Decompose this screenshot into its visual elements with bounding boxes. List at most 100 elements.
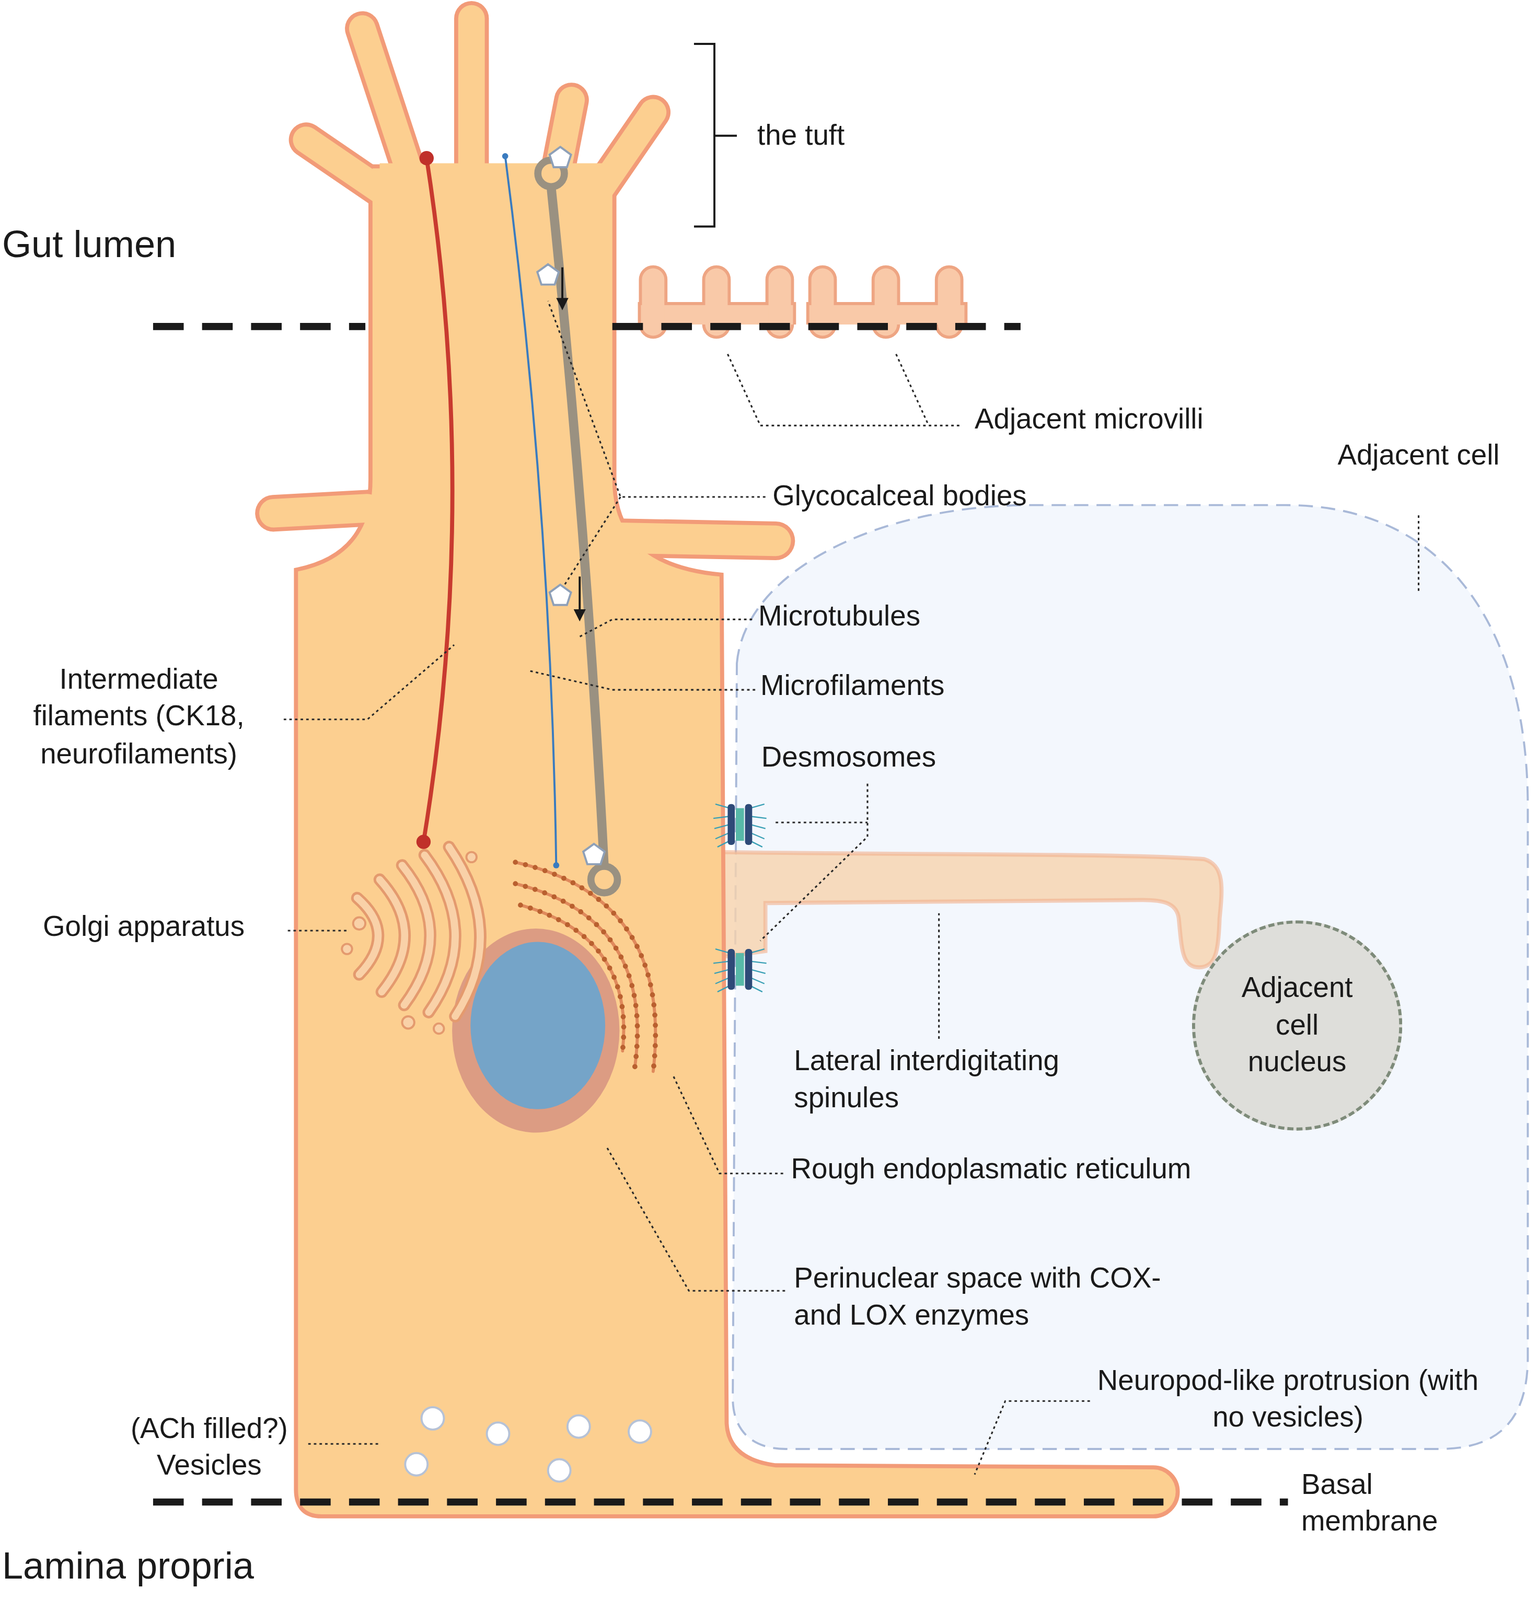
glycocalceal-body bbox=[549, 146, 572, 168]
intermediate-filament bbox=[416, 151, 453, 850]
vesicle bbox=[487, 1422, 510, 1445]
microtubule bbox=[551, 186, 605, 868]
transport-arrow bbox=[578, 576, 581, 616]
golgi-apparatus bbox=[424, 854, 456, 1013]
golgi-apparatus bbox=[379, 879, 405, 992]
part-label: Adjacent microvilli bbox=[974, 400, 1281, 438]
tuft-cell-outline bbox=[273, 18, 1176, 1515]
leader-line bbox=[563, 496, 621, 587]
tuft-cell-outline bbox=[362, 28, 414, 184]
microtubule bbox=[591, 866, 618, 894]
desmosome bbox=[727, 804, 735, 846]
adjacent-microvilli bbox=[638, 279, 968, 325]
glycocalceal-body bbox=[537, 264, 559, 285]
glycocalceal-body bbox=[583, 843, 605, 865]
region-label: Lamina propria bbox=[2, 1542, 309, 1592]
rough-er bbox=[515, 862, 656, 1072]
microtubule bbox=[537, 160, 618, 894]
golgi-apparatus bbox=[341, 943, 353, 955]
part-label: Lateral interdigitating spinules bbox=[793, 1043, 1131, 1118]
spinule-shape bbox=[720, 852, 1222, 968]
part-label: Microfilaments bbox=[760, 667, 1006, 705]
leader-line bbox=[760, 783, 868, 942]
rough-er bbox=[515, 883, 638, 1068]
golgi-apparatus bbox=[357, 897, 379, 975]
part-label: the tuft bbox=[757, 117, 962, 155]
golgi-apparatus bbox=[433, 1023, 445, 1035]
microfilament bbox=[502, 153, 560, 869]
leader-line bbox=[527, 670, 756, 690]
microfilament bbox=[502, 153, 509, 160]
desmosome bbox=[713, 804, 767, 848]
golgi-apparatus bbox=[401, 865, 431, 1006]
leader-line bbox=[1417, 515, 1420, 592]
tuft-bracket bbox=[694, 43, 737, 227]
golgi-apparatus bbox=[448, 847, 481, 1017]
leader-line bbox=[287, 929, 348, 932]
intermediate-filament bbox=[416, 834, 431, 849]
adjacent-microvilli bbox=[638, 279, 968, 325]
tuft-cell-outline bbox=[612, 537, 776, 541]
part-label: Adjacent cell bbox=[1336, 436, 1500, 474]
adjacent-microvilli bbox=[653, 279, 950, 325]
part-label: Glycocalceal bodies bbox=[772, 477, 1100, 515]
intermediate-filament bbox=[419, 151, 434, 166]
part-label: Microtubules bbox=[758, 597, 984, 635]
intermediate-filament bbox=[423, 158, 453, 842]
part-label: Golgi apparatus bbox=[42, 908, 288, 946]
part-label: Desmosomes bbox=[761, 738, 987, 777]
rough-er bbox=[520, 905, 624, 1051]
leader-line bbox=[727, 354, 962, 426]
leader-line bbox=[607, 1148, 789, 1291]
desmosome bbox=[713, 949, 767, 992]
spinule-shape bbox=[720, 852, 1222, 968]
rough-er bbox=[520, 905, 624, 1051]
rough-er bbox=[515, 862, 656, 1072]
transport-arrow bbox=[561, 267, 564, 305]
transport-arrow bbox=[562, 267, 580, 616]
tuft-cell-body bbox=[297, 168, 1176, 1515]
microfilament bbox=[552, 862, 560, 869]
boundary-line bbox=[153, 322, 366, 331]
tuft-cell-body bbox=[273, 18, 1176, 1515]
tuft-cell-body bbox=[273, 507, 368, 514]
vesicle bbox=[628, 1420, 652, 1443]
desmosome bbox=[735, 953, 745, 986]
golgi-apparatus bbox=[466, 852, 477, 863]
leader-line bbox=[938, 913, 940, 1039]
vesicle bbox=[548, 1459, 571, 1483]
tuft-cell-outline bbox=[297, 168, 1176, 1515]
tuft-cell-body bbox=[379, 163, 608, 225]
vesicle bbox=[567, 1415, 591, 1439]
desmosome bbox=[713, 804, 730, 848]
part-label: Neuropod-like protrusion (with no vesicl… bbox=[1093, 1362, 1482, 1437]
desmosome bbox=[713, 949, 767, 992]
leader-line bbox=[775, 821, 868, 824]
nucleus-circle: Adjacent cell nucleus bbox=[1192, 920, 1403, 1131]
desmosome bbox=[749, 949, 767, 992]
leader-line bbox=[896, 354, 929, 426]
boundary-line bbox=[153, 326, 1289, 1503]
desmosome bbox=[745, 804, 753, 846]
rough-er bbox=[515, 862, 656, 1072]
leader-line bbox=[283, 301, 1419, 1475]
tuft-cell-body bbox=[362, 28, 414, 184]
leader-line bbox=[673, 1076, 784, 1174]
tuft-cell-body bbox=[458, 18, 485, 179]
desmosome bbox=[727, 949, 735, 990]
rough-er bbox=[515, 862, 656, 1072]
desmosome bbox=[713, 804, 767, 848]
glycocalceal-body bbox=[537, 146, 605, 865]
leader-line bbox=[308, 1443, 380, 1445]
rough-er bbox=[515, 862, 656, 1072]
vesicle bbox=[405, 1407, 652, 1483]
part-label: (ACh filled?) Vesicles bbox=[107, 1410, 312, 1485]
leader-line bbox=[577, 619, 753, 638]
golgi-apparatus bbox=[357, 847, 481, 1017]
part-label: Perinuclear space with COX- and LOX enzy… bbox=[793, 1260, 1162, 1335]
adjacent-cell-outline bbox=[732, 505, 1528, 1450]
tuft-bracket bbox=[714, 134, 737, 137]
adjacent-cell-outline bbox=[732, 505, 1528, 1450]
vesicle bbox=[405, 1453, 428, 1476]
